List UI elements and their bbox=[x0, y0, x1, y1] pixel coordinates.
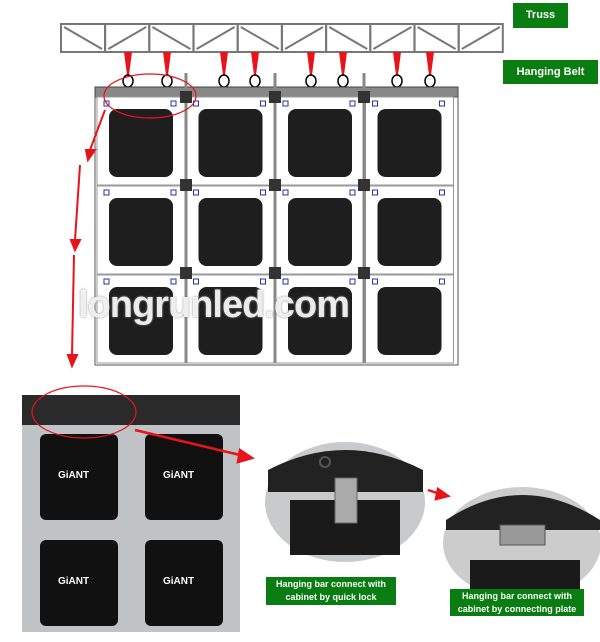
shackle-icon bbox=[391, 74, 403, 88]
module-panel bbox=[377, 109, 442, 177]
quick-lock-label: Hanging bar connect with cabinet by quic… bbox=[266, 577, 396, 605]
truss bbox=[60, 23, 504, 53]
detail-quick-lock bbox=[265, 442, 425, 562]
shackle-icon bbox=[218, 74, 230, 88]
brand-logo: GiANT bbox=[163, 576, 194, 587]
shackle-icon bbox=[337, 74, 349, 88]
hanging-belt bbox=[220, 52, 228, 75]
module-panel bbox=[198, 109, 263, 177]
brand-logo: GiANT bbox=[163, 470, 194, 481]
hanging-belt bbox=[307, 52, 315, 75]
module-panel bbox=[109, 198, 173, 266]
hanging-belt bbox=[426, 52, 434, 75]
hanging-belt bbox=[163, 52, 171, 75]
truss-label: Truss bbox=[513, 3, 568, 28]
shackle-icon bbox=[305, 74, 317, 88]
hanging-belt-label: Hanging Belt bbox=[503, 60, 598, 84]
detail-connecting-plate bbox=[443, 487, 600, 599]
highlight-circle bbox=[103, 73, 197, 119]
shackle-icon bbox=[424, 74, 436, 88]
cabinet-photo: GiANT GiANT GiANT GiANT bbox=[22, 385, 240, 632]
down-arrow bbox=[66, 109, 106, 369]
brand-logo: GiANT bbox=[58, 470, 89, 481]
hanging-belt bbox=[251, 52, 259, 75]
arrows bbox=[134, 428, 451, 501]
module-panel bbox=[198, 198, 263, 266]
module-panel bbox=[288, 287, 352, 355]
module-panel bbox=[109, 287, 173, 355]
shackle-icon bbox=[249, 74, 261, 88]
hanging-belt bbox=[124, 52, 132, 75]
module-panel bbox=[288, 109, 352, 177]
watermark: longrunled.com bbox=[78, 284, 350, 326]
connecting-plate-label: Hanging bar connect with cabinet by conn… bbox=[450, 589, 584, 616]
module-panel bbox=[198, 287, 263, 355]
module-panel bbox=[109, 109, 173, 177]
brand-logo: GiANT bbox=[58, 576, 89, 587]
hanging-belt bbox=[393, 52, 401, 75]
cabinet-grid bbox=[94, 73, 459, 366]
module-panel bbox=[288, 198, 352, 266]
module-panel bbox=[377, 287, 442, 355]
hanging-belt bbox=[339, 52, 347, 75]
hanging-belts bbox=[122, 52, 436, 88]
module-panel bbox=[377, 198, 442, 266]
